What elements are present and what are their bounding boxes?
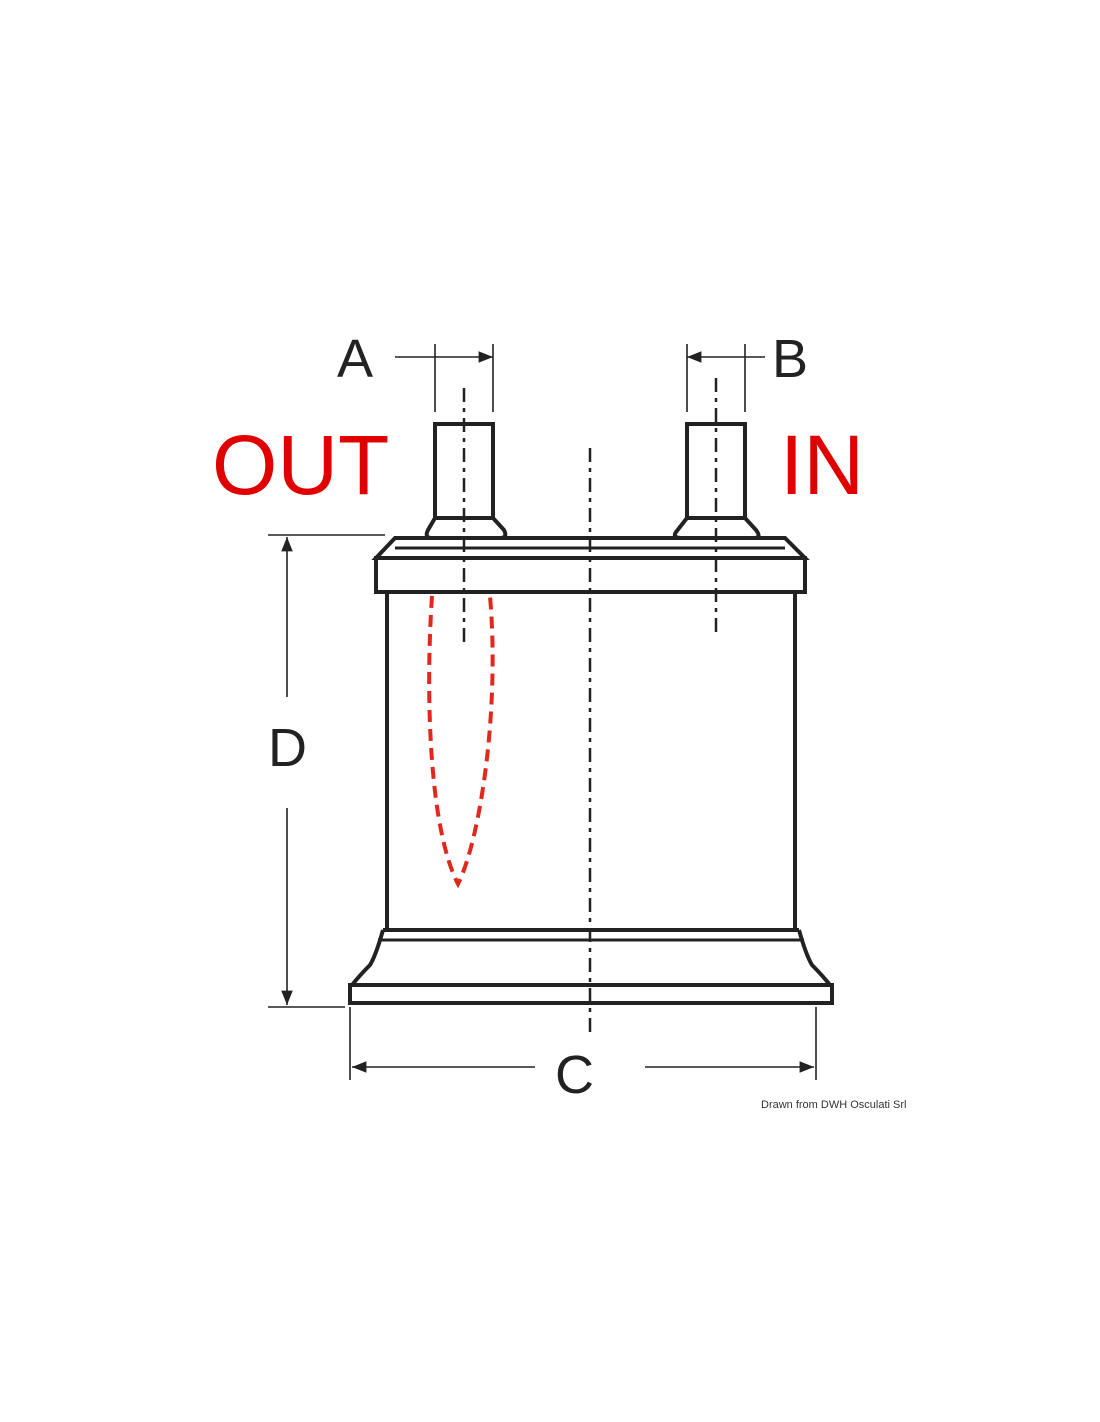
dimension-c-label: C [555, 1045, 594, 1105]
internal-tube-hidden-line [427, 595, 495, 889]
dimension-a-label: A [337, 329, 373, 389]
dimension-a [395, 344, 494, 412]
dimension-c [349, 1007, 817, 1080]
in-label: IN [780, 418, 864, 512]
dimension-d [268, 534, 385, 1008]
dimension-b-label: B [772, 329, 808, 389]
outlet-pipe [424, 422, 508, 540]
filter-body [385, 592, 797, 930]
dimension-d-label: D [268, 718, 307, 778]
credit-text: Drawn from DWH Osculati Srl [761, 1099, 906, 1111]
out-label: OUT [212, 418, 389, 512]
dimension-b [686, 344, 765, 412]
